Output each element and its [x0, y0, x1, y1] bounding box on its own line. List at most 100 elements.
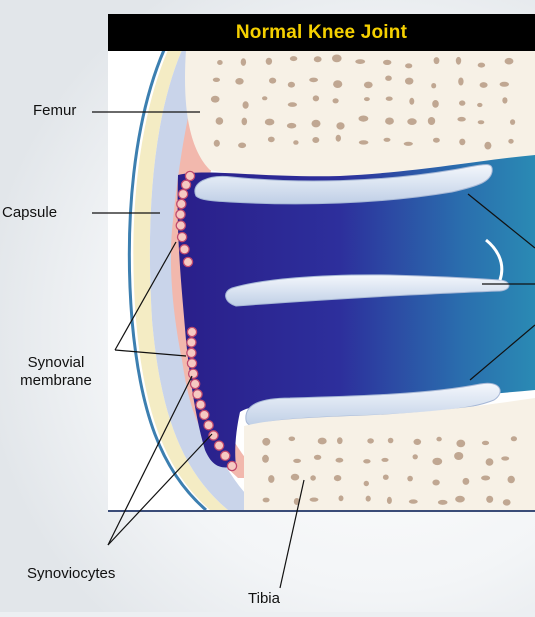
femur-label: Femur: [33, 102, 76, 120]
bone-pore: [388, 438, 394, 444]
bone-pore: [263, 498, 270, 503]
bone-pore: [409, 499, 418, 503]
bone-pore: [312, 120, 321, 128]
bone-pore: [339, 495, 344, 501]
capsule-label: Capsule: [2, 204, 57, 222]
synoviocyte-cell: [215, 441, 224, 450]
femur-bone: [185, 50, 535, 180]
synoviocyte-cell: [221, 451, 230, 460]
synoviocyte-cell: [176, 221, 185, 230]
bone-pore: [310, 498, 319, 502]
bone-pore: [333, 98, 339, 103]
synoviocyte-cell: [187, 327, 196, 336]
bone-pore: [268, 475, 274, 483]
bone-pore: [355, 59, 365, 64]
bone-pore: [459, 139, 465, 146]
synovial-membrane-label: Synovial membrane: [4, 354, 108, 390]
bone-pore: [217, 60, 223, 65]
synoviocyte-cell: [187, 359, 196, 368]
bone-pore: [385, 76, 392, 81]
bone-pore: [314, 56, 322, 62]
bone-pore: [332, 55, 342, 63]
synoviocyte-cell: [177, 199, 186, 208]
synoviocyte-cell: [176, 210, 185, 219]
bone-pore: [510, 119, 515, 125]
bone-pore: [508, 476, 515, 483]
bone-pore: [387, 497, 392, 504]
bone-pore: [364, 481, 369, 486]
bone-pore: [503, 499, 511, 505]
bone-pore: [336, 135, 341, 142]
bone-pore: [484, 142, 491, 150]
bone-pore: [336, 458, 344, 463]
bone-pore: [211, 96, 220, 103]
bone-pore: [481, 476, 490, 481]
bone-pore: [386, 97, 393, 101]
synoviocyte-cell: [187, 348, 196, 357]
bone-pore: [262, 96, 267, 100]
synoviocyte-cell: [181, 180, 190, 189]
bone-pore: [407, 476, 413, 482]
bone-pore: [500, 82, 509, 87]
synoviocyte-cell: [196, 400, 205, 409]
bone-pore: [454, 452, 463, 460]
bone-pore: [478, 120, 485, 124]
bone-pore: [287, 123, 296, 129]
synoviocyte-cell: [193, 390, 202, 399]
bone-pore: [214, 140, 220, 147]
bone-pore: [337, 437, 343, 444]
synoviocyte-cell: [183, 257, 192, 266]
bone-pore: [364, 97, 370, 101]
bone-pore: [432, 480, 439, 486]
bone-pore: [405, 78, 413, 85]
bone-pore: [235, 78, 243, 85]
bone-pore: [431, 83, 436, 88]
bone-pore: [432, 458, 442, 465]
bone-pore: [336, 122, 344, 129]
bone-pore: [433, 138, 440, 143]
bone-pore: [288, 82, 295, 88]
bone-pore: [508, 139, 513, 144]
bone-pore: [363, 459, 370, 463]
bone-pore: [366, 496, 371, 502]
bone-pore: [293, 140, 298, 145]
bone-pore: [213, 78, 220, 82]
synoviocyte-cell: [189, 369, 198, 378]
synoviocyte-cell: [180, 245, 189, 254]
bone-pore: [455, 496, 465, 503]
bone-pore: [383, 475, 389, 480]
bone-pore: [477, 103, 482, 107]
bone-pore: [459, 100, 465, 105]
bone-pore: [456, 57, 461, 65]
bone-pore: [436, 437, 441, 442]
bone-pore: [482, 441, 489, 445]
bone-pore: [434, 57, 440, 64]
bone-pore: [334, 475, 341, 481]
synoviocytes-label: Synoviocytes: [27, 565, 115, 583]
bone-pore: [241, 58, 246, 66]
title-bar: Normal Knee Joint: [108, 14, 535, 51]
synoviocyte-cell: [185, 171, 194, 180]
bone-pore: [384, 138, 391, 142]
tibia-label: Tibia: [248, 590, 280, 608]
bone-pore: [314, 455, 321, 460]
synoviocyte-cell: [191, 379, 200, 388]
bone-pore: [438, 500, 448, 505]
bone-pore: [262, 438, 270, 446]
bone-pore: [478, 63, 485, 68]
diagram-title: Normal Knee Joint: [236, 22, 407, 44]
bone-pore: [458, 78, 463, 86]
bone-pore: [309, 78, 318, 83]
synoviocyte-cell: [204, 421, 213, 430]
synoviocyte-cell: [179, 190, 188, 199]
bone-pore: [502, 97, 507, 103]
bone-pore: [480, 82, 488, 88]
bone-pore: [505, 58, 514, 65]
synovial-label-line1: Synovial: [4, 354, 108, 372]
synovial-label-line2: membrane: [4, 372, 108, 390]
bone-pore: [432, 100, 439, 108]
bone-pore: [405, 63, 412, 68]
bone-pore: [289, 437, 296, 442]
bone-pore: [486, 496, 493, 503]
